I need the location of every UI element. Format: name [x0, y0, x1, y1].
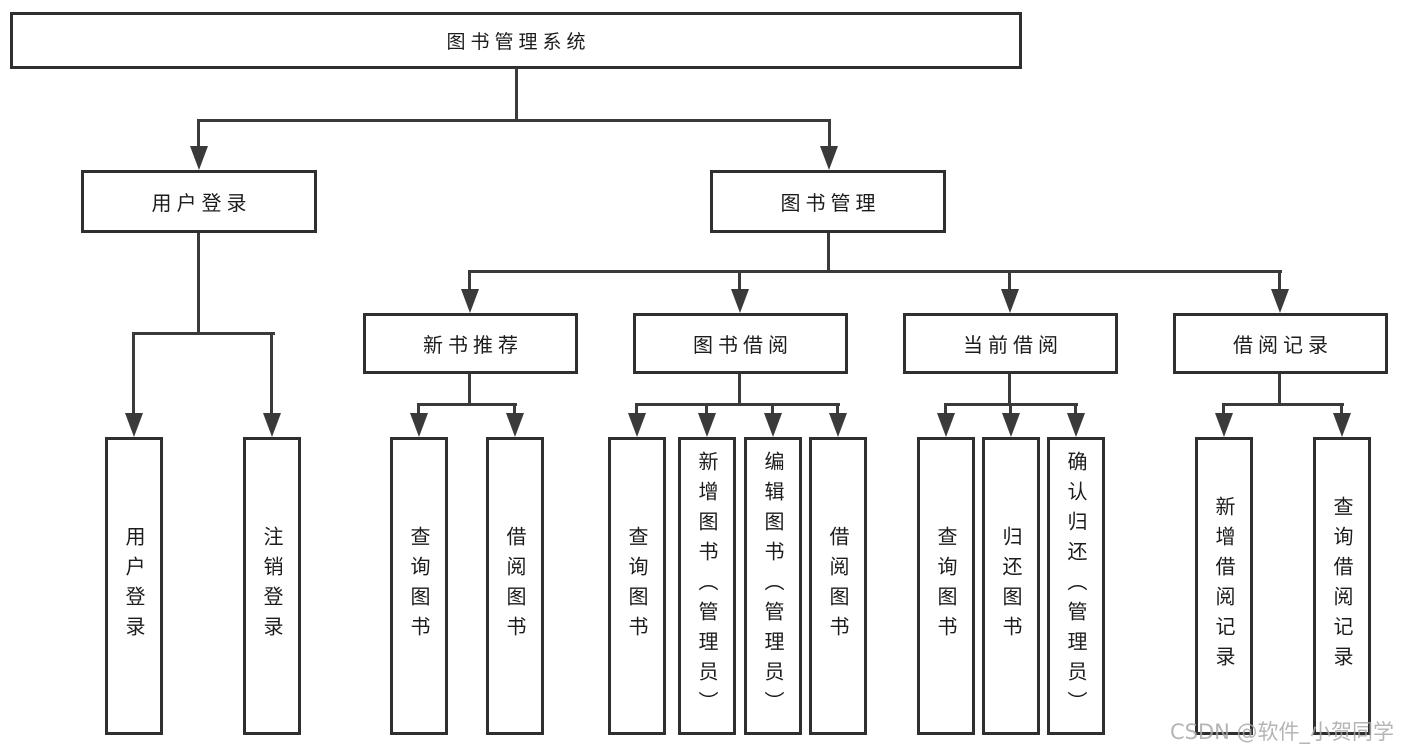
edge-borrow-records-rail — [1222, 403, 1344, 406]
edge-drop-book-borrow — [738, 270, 741, 292]
arrowhead-down-icon — [698, 413, 716, 437]
leaf-logout-login-label: 注销登录 — [260, 526, 284, 646]
arrowhead-down-icon — [1067, 413, 1085, 437]
leaf-query-borrow-record-label: 查询借阅记录 — [1330, 496, 1354, 676]
leaf-user-login-label: 用户登录 — [122, 526, 146, 646]
edge-drop-leaf-logout — [270, 332, 273, 416]
leaf-add-books-admin: 新增图书（管理员） — [678, 437, 736, 735]
node-new-book-recommend-label: 新书推荐 — [423, 333, 523, 357]
edge-drop — [513, 403, 516, 419]
leaf-query-books-current-label: 查询图书 — [934, 526, 958, 646]
arrowhead-down-icon — [628, 413, 646, 437]
arrowhead-down-icon — [190, 146, 208, 170]
leaf-query-books-newbook-label: 查询图书 — [407, 526, 431, 646]
edge-drop — [944, 403, 947, 419]
edge-drop — [417, 403, 420, 419]
leaf-query-books-borrow: 查询图书 — [608, 437, 666, 735]
arrowhead-down-icon — [1215, 413, 1233, 437]
node-book-management-label: 图书管理 — [780, 191, 881, 215]
edge-drop-new-book — [468, 270, 471, 292]
arrowhead-down-icon — [125, 413, 143, 437]
node-current-borrow: 当前借阅 — [903, 313, 1118, 374]
arrowhead-down-icon — [263, 413, 281, 437]
node-current-borrow-label: 当前借阅 — [963, 333, 1063, 357]
edge-user-login-stem — [197, 233, 200, 335]
arrowhead-down-icon — [506, 413, 524, 437]
arrowhead-down-icon — [764, 413, 782, 437]
node-root-label: 图书管理系统 — [446, 31, 591, 53]
arrowhead-down-icon — [410, 413, 428, 437]
leaf-confirm-return-admin-label: 确认归还（管理员） — [1064, 451, 1088, 721]
leaf-return-books-label: 归还图书 — [999, 526, 1023, 646]
edge-drop — [771, 403, 774, 419]
node-book-borrow: 图书借阅 — [633, 313, 848, 374]
leaf-user-login: 用户登录 — [105, 437, 163, 735]
edge-current-borrow-stem — [1008, 374, 1011, 406]
arrowhead-down-icon — [1002, 413, 1020, 437]
edge-drop-current-borrow — [1008, 270, 1011, 292]
edge-borrow-records-stem — [1278, 374, 1281, 406]
edge-book-management-rail — [468, 270, 1282, 273]
edge-drop — [635, 403, 638, 419]
arrowhead-down-icon — [1333, 413, 1351, 437]
arrowhead-down-icon — [829, 413, 847, 437]
node-book-management: 图书管理 — [710, 170, 946, 233]
arrowhead-down-icon — [1271, 289, 1289, 313]
node-borrow-records: 借阅记录 — [1173, 313, 1388, 374]
edge-drop — [836, 403, 839, 419]
arrowhead-down-icon — [937, 413, 955, 437]
leaf-query-books-newbook: 查询图书 — [390, 437, 448, 735]
leaf-return-books: 归还图书 — [982, 437, 1040, 735]
edge-root-rail — [197, 119, 831, 122]
node-borrow-records-label: 借阅记录 — [1233, 333, 1333, 357]
leaf-borrow-books-newbook: 借阅图书 — [486, 437, 544, 735]
node-book-borrow-label: 图书借阅 — [693, 333, 793, 357]
node-new-book-recommend: 新书推荐 — [363, 313, 578, 374]
node-root: 图书管理系统 — [10, 12, 1022, 69]
leaf-query-borrow-record: 查询借阅记录 — [1313, 437, 1371, 735]
edge-book-borrow-rail — [635, 403, 840, 406]
edge-new-book-rail — [417, 403, 517, 406]
leaf-edit-books-admin-label: 编辑图书（管理员） — [761, 451, 785, 721]
arrowhead-down-icon — [1001, 289, 1019, 313]
leaf-borrow-books: 借阅图书 — [809, 437, 867, 735]
leaf-query-books-borrow-label: 查询图书 — [625, 526, 649, 646]
edge-drop — [1074, 403, 1077, 419]
edge-root-drop-user-login — [197, 119, 200, 149]
edge-root-drop-book-management — [828, 119, 831, 149]
arrowhead-down-icon — [461, 289, 479, 313]
leaf-borrow-books-newbook-label: 借阅图书 — [503, 526, 527, 646]
edge-new-book-stem — [468, 374, 471, 406]
leaf-logout-login: 注销登录 — [243, 437, 301, 735]
node-user-login: 用户登录 — [81, 170, 317, 233]
leaf-add-borrow-record: 新增借阅记录 — [1195, 437, 1253, 735]
edge-book-management-stem — [827, 233, 830, 273]
edge-user-login-rail — [133, 332, 275, 335]
arrowhead-down-icon — [820, 146, 838, 170]
leaf-confirm-return-admin: 确认归还（管理员） — [1047, 437, 1105, 735]
leaf-query-books-current: 查询图书 — [917, 437, 975, 735]
edge-book-borrow-stem — [738, 374, 741, 406]
edge-root-stem — [515, 68, 518, 122]
leaf-add-books-admin-label: 新增图书（管理员） — [695, 451, 719, 721]
leaf-add-borrow-record-label: 新增借阅记录 — [1212, 496, 1236, 676]
csdn-watermark: CSDN @软件_小贺同学 — [1170, 720, 1395, 744]
edge-drop — [1340, 403, 1343, 419]
edge-drop — [1009, 403, 1012, 419]
leaf-edit-books-admin: 编辑图书（管理员） — [744, 437, 802, 735]
edge-drop — [705, 403, 708, 419]
edge-drop-leaf-user-login — [132, 332, 135, 416]
edge-drop — [1222, 403, 1225, 419]
node-user-login-label: 用户登录 — [151, 191, 252, 215]
leaf-borrow-books-label: 借阅图书 — [826, 526, 850, 646]
edge-drop-borrow-records — [1278, 270, 1281, 292]
arrowhead-down-icon — [731, 289, 749, 313]
